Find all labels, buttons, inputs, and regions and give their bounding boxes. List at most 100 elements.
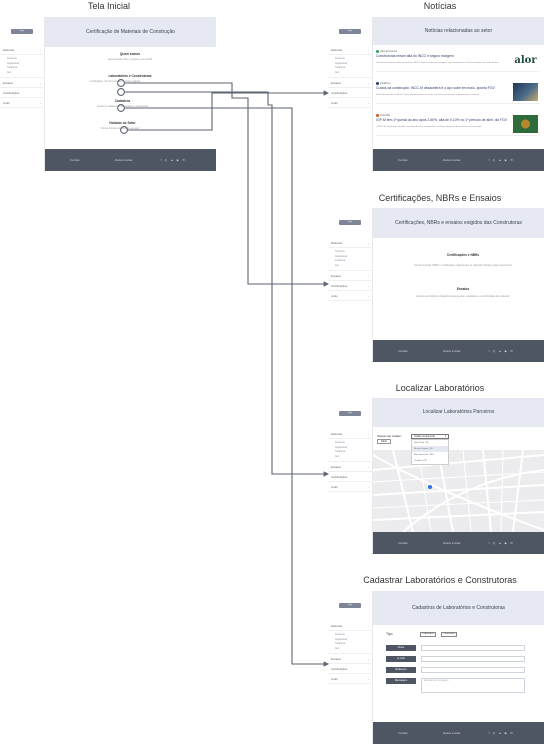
nav-item-ensaios[interactable]: Ensaios› — [0, 78, 45, 88]
footer-contact[interactable]: Contato — [398, 731, 408, 735]
nav-item-ensaios[interactable]: Ensaios› — [328, 654, 373, 664]
dropdown-option[interactable]: Belo Horizonte / MG — [414, 454, 434, 456]
section-desc: Ensaios tecnológicos obrigatórios para g… — [416, 296, 510, 298]
city-select[interactable]: Cidade preferencial ▾ — [411, 434, 449, 439]
nav-item-certificacoes[interactable]: Certificações› — [328, 472, 373, 482]
section-desc: Apresentação sobre o projeto e sua missã… — [107, 59, 153, 61]
footer-social-label: Redes sociais — [443, 158, 461, 162]
news-thumbnail — [513, 83, 538, 101]
message-field[interactable]: Escreva sua mensagem — [421, 678, 525, 693]
nav-subitem[interactable]: Argamassa — [335, 254, 348, 258]
sidebar: Logo Materiais› Concreto Argamassa Cerâm… — [328, 398, 373, 554]
title-cert: Certificações, NBRs e Ensaios — [378, 193, 502, 203]
frame-news: Logo Materiais› Concreto Argamassa Cerâm… — [328, 17, 544, 171]
nav-subitem[interactable]: Argamassa — [335, 637, 348, 641]
logo: Logo — [339, 603, 361, 608]
logo: Logo — [339, 220, 361, 225]
nav-item-ensaios[interactable]: Ensaios› — [328, 462, 373, 472]
section-desc[interactable]: Acesso ao cadastro de laboratórios e con… — [96, 106, 149, 108]
nav-item-materiais[interactable]: Materiais› — [328, 621, 373, 631]
nav-item-materiais[interactable]: Materiais› — [0, 45, 45, 55]
news-headline[interactable]: Construtoras miram alta do INCC e seguro… — [376, 54, 454, 58]
city-dropdown: São Paulo / SP Rio de Janeiro / RJ Belo … — [411, 439, 449, 465]
nav-subitem[interactable]: Aço — [7, 70, 12, 74]
header: Cadastros de Laboratórios e Construtoras — [373, 591, 544, 625]
address-field[interactable] — [421, 667, 525, 673]
field-label: Mensagem — [386, 678, 416, 684]
nav-item-certificacoes[interactable]: Certificações› — [0, 88, 45, 98]
filter-button[interactable]: Filtrar — [377, 439, 391, 444]
section-desc[interactable]: Certificações, normas técnicas e ensaios… — [89, 81, 141, 83]
nav-item-links[interactable]: Links› — [328, 98, 373, 108]
field-label: E-mail — [386, 656, 416, 662]
dropdown-option[interactable]: São Paulo / SP — [414, 442, 429, 444]
nav-subitem[interactable]: Aço — [335, 646, 340, 650]
footer-contact[interactable]: Contato — [398, 349, 408, 353]
news-item[interactable]: Poder360 IGP-M tem 1ª queda do ano após … — [376, 112, 540, 136]
nav-subitem[interactable]: Argamassa — [335, 61, 348, 65]
chevron-icon: › — [40, 48, 41, 52]
social-icons[interactable]: f ◎ ▲ ▶ ✉ — [488, 541, 514, 545]
nav-item-certificacoes[interactable]: Certificações› — [328, 664, 373, 674]
news-thumbnail: alor — [513, 51, 538, 69]
dropdown-option[interactable]: Rio de Janeiro / RJ — [412, 446, 448, 452]
chevron-icon: › — [368, 624, 369, 628]
nav-subitem[interactable]: Aço — [335, 70, 340, 74]
title-register: Cadastrar Laboratórios e Construtoras — [363, 575, 517, 585]
nav-item-materiais[interactable]: Materiais› — [328, 429, 373, 439]
nav-item-ensaios[interactable]: Ensaios› — [328, 271, 373, 281]
news-item[interactable]: InfoMoney Custos da construção: INCC-M d… — [376, 80, 540, 104]
nav-submenu: Concreto Argamassa Cerâmica Aço — [328, 55, 373, 78]
nav-item-links[interactable]: Links› — [0, 98, 45, 108]
nav-item-ensaios[interactable]: Ensaios› — [328, 78, 373, 88]
social-icons[interactable]: f ◎ ▲ ▶ ✉ — [488, 349, 514, 353]
nav-item-links[interactable]: Links› — [328, 291, 373, 301]
email-field[interactable] — [421, 656, 525, 662]
sidebar: Logo Materiais› Concreto Argamassa Cerâm… — [328, 591, 373, 744]
social-icons[interactable]: f ◎ ▲ ▶ ✉ — [488, 158, 514, 162]
nav-subitem[interactable]: Concreto — [335, 441, 345, 444]
section-desc: Normas técnicas (NBRs) e certificações e… — [414, 265, 512, 267]
dropdown-option[interactable]: Curitiba / PR — [414, 460, 427, 462]
footer: Contato Redes sociais f ◎ ▲ ▶ ✉ — [45, 149, 216, 171]
social-icons[interactable]: f ◎ ▲ ▶ ✉ — [488, 731, 514, 735]
nav-subitem[interactable]: Argamassa — [7, 61, 20, 65]
chevron-icon: › — [368, 432, 369, 436]
type-option-construtora[interactable]: Construtora — [441, 632, 457, 637]
footer-contact[interactable]: Contato — [398, 541, 408, 545]
footer-contact[interactable]: Contato — [70, 158, 80, 162]
nav-subitem[interactable]: Cerâmica — [7, 66, 18, 69]
nav-subitem[interactable]: Concreto — [335, 633, 345, 636]
section-title: Ensaios — [456, 287, 470, 291]
nav-subitem[interactable]: Cerâmica — [335, 450, 346, 453]
nav-item-links[interactable]: Links› — [328, 482, 373, 492]
nav-subitem[interactable]: Concreto — [335, 57, 345, 60]
nav-subitem[interactable]: Concreto — [335, 250, 345, 253]
nav-item-materiais[interactable]: Materiais› — [328, 45, 373, 55]
social-icons[interactable]: f ◎ ▲ ▶ ✉ — [160, 158, 186, 162]
nav-subitem[interactable]: Cerâmica — [335, 259, 346, 262]
chevron-icon: › — [368, 241, 369, 245]
name-field[interactable] — [421, 645, 525, 651]
footer-social-label: Redes sociais — [443, 349, 461, 353]
nav-subitem[interactable]: Aço — [335, 263, 340, 267]
footer-contact[interactable]: Contato — [398, 158, 408, 162]
section-desc[interactable]: Últimas notícias relacionadas ao setor — [100, 128, 140, 130]
nav-subitem[interactable]: Aço — [335, 454, 340, 458]
nav-item-certificacoes[interactable]: Certificações› — [328, 281, 373, 291]
news-headline[interactable]: IGP-M tem 1ª queda do ano após 2,60%, al… — [376, 118, 508, 122]
map[interactable] — [373, 450, 544, 532]
nav-item-certificacoes[interactable]: Certificações› — [328, 88, 373, 98]
nav-item-links[interactable]: Links› — [328, 674, 373, 684]
chevron-icon: › — [368, 657, 369, 661]
news-headline[interactable]: Custos da construção: INCC-M desacelera … — [376, 86, 495, 90]
nav-subitem[interactable]: Argamassa — [335, 445, 348, 449]
nav-subitem[interactable]: Cerâmica — [335, 642, 346, 645]
news-item[interactable]: Valor Econômico Construtoras miram alta … — [376, 48, 540, 72]
type-option-laboratorio[interactable]: Laboratório — [420, 632, 436, 637]
map-marker-icon[interactable] — [428, 485, 432, 489]
nav-subitem[interactable]: Concreto — [7, 57, 17, 60]
title-news: Notícias — [423, 1, 457, 11]
nav-subitem[interactable]: Cerâmica — [335, 66, 346, 69]
nav-item-materiais[interactable]: Materiais› — [328, 238, 373, 248]
